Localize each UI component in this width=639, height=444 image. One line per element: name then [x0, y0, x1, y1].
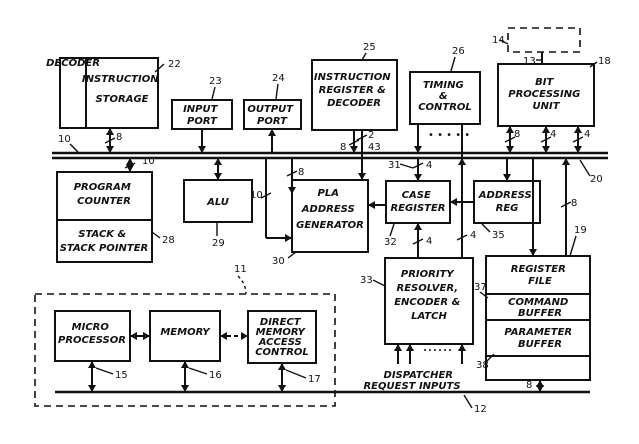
ref-13: 13 — [523, 56, 536, 67]
bit-processing-unit-block: BIT PROCESSING UNIT — [498, 64, 594, 126]
ref-11: 11 — [234, 264, 247, 275]
memory-block: MEMORY — [150, 311, 220, 361]
address-reg-block: ADDRESS REG — [474, 181, 540, 223]
microprocessor-block: MICRO PROCESSOR — [55, 311, 130, 361]
ref-24: 24 — [272, 73, 285, 84]
ref-32: 32 — [384, 237, 397, 248]
ref-26: 26 — [452, 46, 465, 57]
dma-control-label: DIRECT MEMORY ACCESS CONTROL — [255, 317, 309, 358]
output-port-block: OUTPUT PORT — [244, 100, 301, 129]
register-file-buffers-block: REGISTER FILE COMMAND BUFFER PARAMETER B… — [486, 256, 590, 380]
width-label: 4 — [550, 129, 556, 140]
ref-12: 12 — [474, 404, 487, 415]
ref-43: 43 — [368, 142, 381, 153]
ref-19: 19 — [574, 225, 587, 236]
timing-dots: • • • • • — [428, 130, 470, 141]
pla-address-generator-block: PLA ADDRESS GENERATOR — [292, 180, 368, 252]
alu-label: ALU — [206, 197, 229, 208]
ref-16: 16 — [209, 370, 222, 381]
input-port-block: INPUT PORT — [172, 100, 232, 129]
ref-10: 10 — [142, 156, 155, 167]
ref-18: 18 — [598, 56, 611, 67]
instruction-register-decoder-block: INSTRUCTION REGISTER & DECODER — [312, 60, 397, 130]
ref-10: 10 — [58, 134, 71, 145]
program-counter-stack-block: PROGRAM COUNTER STACK & STACK POINTER — [57, 172, 152, 262]
width-label: 4 — [426, 236, 432, 247]
ref-37: 37 — [474, 282, 487, 293]
decoder-label: DECODER — [46, 58, 100, 69]
ref-35: 35 — [492, 230, 505, 241]
dispatcher-label: DISPATCHER REQUEST INPUTS — [363, 370, 460, 392]
ref-14: 14 — [492, 35, 505, 46]
ref-20: 20 — [590, 174, 603, 185]
priority-resolver-block: PRIORITY RESOLVER, ENCODER & LATCH — [385, 258, 473, 344]
ref-31: 31 — [388, 160, 401, 171]
ref-30: 30 — [272, 256, 285, 267]
input-port-label: INPUT PORT — [183, 104, 221, 127]
width-label: 8 — [116, 132, 122, 143]
width-label: 8 — [514, 129, 520, 140]
alu-block: ALU — [184, 180, 252, 222]
ref-29: 29 — [212, 238, 225, 249]
ref-23: 23 — [209, 76, 222, 87]
width-label: 4 — [470, 230, 476, 241]
ref-10: 10 — [250, 190, 263, 201]
memory-label: MEMORY — [160, 327, 211, 338]
width-label: 8 — [571, 198, 577, 209]
external-source-dashed-box — [508, 28, 580, 52]
width-label: 4 — [426, 160, 432, 171]
width-label: 2 — [368, 130, 374, 141]
decoder-instruction-storage-block: DECODER INSTRUCTION STORAGE — [46, 58, 162, 128]
ref-33: 33 — [360, 275, 373, 286]
width-label: 8 — [298, 167, 304, 178]
case-register-block: CASE REGISTER — [386, 181, 450, 223]
ref-17: 17 — [308, 374, 321, 385]
width-label: 8 — [340, 142, 346, 153]
ref-28: 28 — [162, 235, 175, 246]
width-label: 4 — [584, 129, 590, 140]
ref-25: 25 — [363, 42, 376, 53]
timing-control-block: TIMING & CONTROL • • • • • — [410, 72, 480, 141]
width-label: 8 — [526, 380, 532, 391]
dma-control-block: DIRECT MEMORY ACCESS CONTROL — [248, 311, 316, 363]
ref-22: 22 — [168, 59, 181, 70]
ref-15: 15 — [115, 370, 128, 381]
